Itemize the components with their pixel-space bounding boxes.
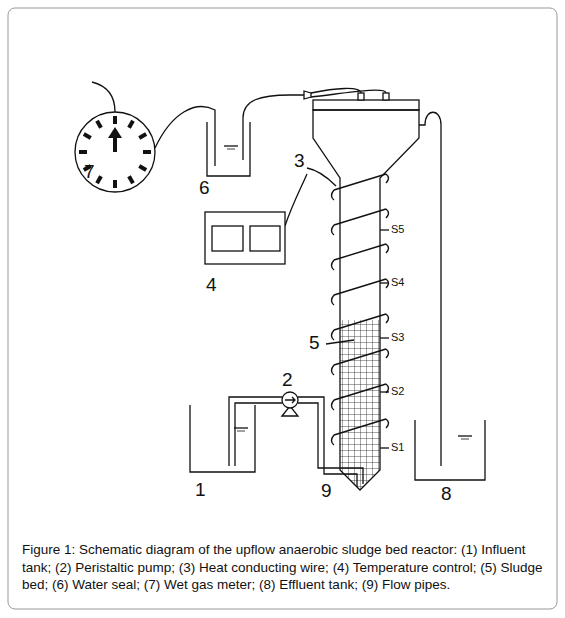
callout-number: 7 <box>84 162 95 181</box>
sampling-port-label: S3 <box>391 332 404 343</box>
sampling-port-label: S5 <box>391 224 404 235</box>
flow-pipes <box>298 397 363 487</box>
callout-number: 5 <box>309 333 320 352</box>
gas-tube <box>155 107 215 166</box>
callout-number: 2 <box>282 370 293 389</box>
heat-wire <box>285 174 307 226</box>
gas-meter <box>75 82 155 192</box>
frame <box>8 8 557 609</box>
temperature-controller <box>205 212 285 264</box>
callout-number: 6 <box>199 178 210 197</box>
tube-fitting <box>304 91 311 99</box>
heat-wire-coil <box>332 174 389 445</box>
leader-line <box>326 340 354 344</box>
callout-number: 1 <box>195 480 206 499</box>
callout-number: 4 <box>206 275 217 294</box>
callout-number: 9 <box>321 481 332 500</box>
peristaltic-pump <box>282 392 298 416</box>
sampling-port <box>380 230 389 448</box>
figure-caption: Figure 1: Schematic diagram of the upflo… <box>22 541 544 594</box>
influent-tank <box>190 405 255 472</box>
reactor-body <box>313 93 419 490</box>
heat-wire <box>307 168 336 186</box>
callout-number: 3 <box>294 151 305 170</box>
sampling-port-label: S4 <box>391 277 404 288</box>
sludge-bed <box>340 320 380 490</box>
sampling-port-label: S1 <box>391 442 404 453</box>
inlet-tube <box>229 397 282 466</box>
callout-number: 8 <box>441 484 452 503</box>
effluent-tube <box>419 112 441 466</box>
gas-tube <box>311 88 386 97</box>
effluent-tank <box>415 420 485 480</box>
sampling-port-label: S2 <box>391 386 404 397</box>
